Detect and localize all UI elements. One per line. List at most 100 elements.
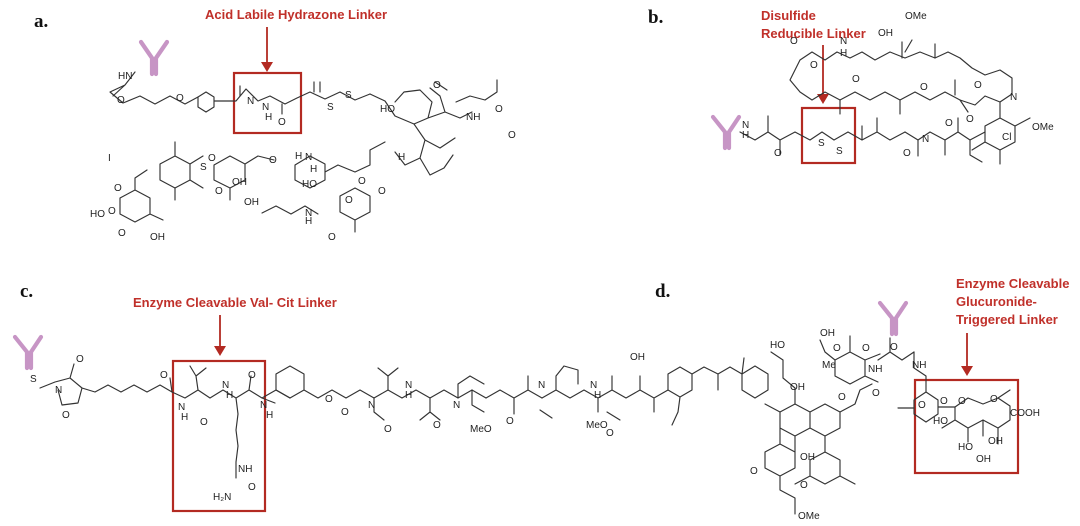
atom-label: O [114,183,122,194]
atom-label: N [742,120,749,131]
atom-label: O [918,400,926,411]
atom-label: MeO [470,424,492,435]
atom-label: N [538,380,545,391]
atom-label: HO [933,416,948,427]
panel-b-linker-label-line2: Reducible Linker [761,26,866,41]
panel-a: a. Acid Labile Hydrazone Linker HN O O N… [34,7,516,243]
atom-label: S [345,90,352,101]
atom-label: O [506,416,514,427]
panel-c-arrowhead [214,346,226,356]
atom-label: H [840,48,847,59]
panel-d-antibody [877,300,909,337]
atom-label: NH [238,464,252,475]
atom-label: MeO [586,420,608,431]
atom-label: OH [976,454,991,465]
atom-label: O [208,153,216,164]
atom-label: O [118,228,126,239]
atom-label: OMe [798,511,820,522]
atom-label: N [260,400,267,411]
atom-label: O [384,424,392,435]
panel-a-linker-label: Acid Labile Hydrazone Linker [205,7,387,22]
atom-label: OH [820,328,835,339]
atom-label: H [594,390,601,401]
atom-label: O [862,343,870,354]
atom-label: O [774,148,782,159]
panel-b-highlight-box [800,106,857,165]
atom-label: O [990,394,998,405]
atom-label: N [453,400,460,411]
atom-label: OMe [1032,122,1054,133]
panel-a-arrowhead [261,62,273,72]
atom-label: O [433,80,441,91]
atom-label: NH [466,112,480,123]
atom-label: O [117,95,125,106]
panel-c: c. Enzyme Cleavable Val- Cit Linker S O … [12,281,769,513]
atom-label: N [590,380,597,391]
panel-c-letter: c. [20,281,33,302]
atom-label: O [838,392,846,403]
atom-label: S [836,146,843,157]
atom-label: N [1010,92,1017,103]
atom-label: O [278,117,286,128]
panel-d-arrowhead [961,366,973,376]
atom-label: HO [770,340,785,351]
atom-label: O [215,186,223,197]
atom-label: O [606,428,614,439]
atom-label: COOH [1010,408,1040,419]
atom-label: O [940,396,948,407]
atom-label: N [405,380,412,391]
atom-label: OH [800,452,815,463]
atom-label: OH [790,382,805,393]
panel-d-linker-label-line3: Triggered Linker [956,312,1058,327]
atom-label: N [305,152,312,163]
atom-label: O [750,466,758,477]
atom-label: O [800,480,808,491]
atom-label: OH [244,197,259,208]
atom-label: O [958,396,966,407]
panel-d-highlight-box [913,378,1020,475]
atom-label: H₂N [213,492,231,503]
atom-label: OH [150,232,165,243]
atom-label: I [108,153,111,164]
atom-label: O [108,206,116,217]
panel-d-linker-label-line2: Glucuronide- [956,294,1037,309]
atom-label: O [248,370,256,381]
atom-label: H [181,412,188,423]
atom-label: N [305,208,312,219]
atom-label: H [398,152,405,163]
atom-label: HN [118,71,132,82]
atom-label: O [790,36,798,47]
atom-label: H [405,390,412,401]
atom-label: O [269,155,277,166]
atom-label: NH [912,360,926,371]
atom-label: H [265,112,272,123]
panel-b-antibody [710,114,742,151]
atom-label: N [178,402,185,413]
panel-b-arrowhead [817,94,829,104]
atom-label: O [328,232,336,243]
atom-label: Cl [1002,132,1011,143]
panel-a-letter: a. [34,11,48,32]
atom-label: OH [878,28,893,39]
atom-label: O [872,388,880,399]
atom-label: N [262,102,269,113]
atom-label: H [266,410,273,421]
atom-label: O [176,93,184,104]
atom-label: O [966,114,974,125]
atom-label: O [852,74,860,85]
atom-label: O [160,370,168,381]
panel-c-highlight-box [171,359,267,513]
panel-a-highlight-box [232,71,303,135]
atom-label: S [327,102,334,113]
atom-label: H [310,164,317,175]
atom-label: O [325,394,333,405]
atom-label: HO [90,209,105,220]
atom-label: N [368,400,375,411]
atom-label: S [30,374,37,385]
atom-label: O [345,195,353,206]
atom-label: O [495,104,503,115]
atom-label: N [55,385,62,396]
atom-label: O [358,176,366,187]
atom-label: Me [822,360,836,371]
